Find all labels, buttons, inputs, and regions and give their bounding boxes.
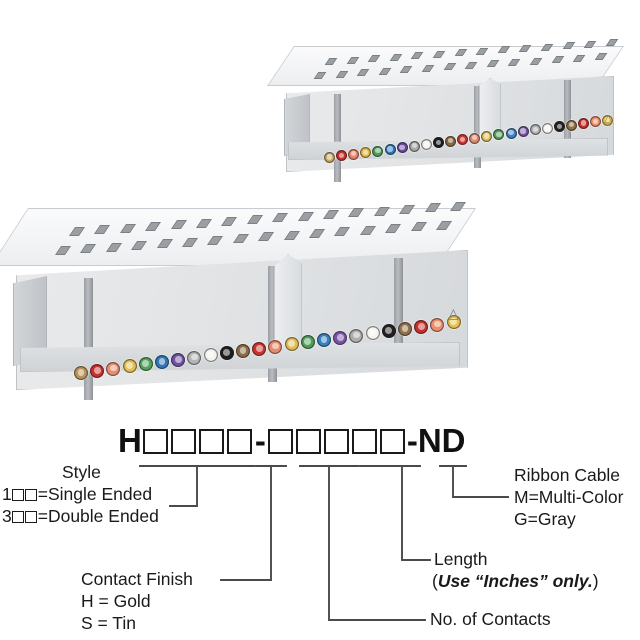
connector-pin <box>171 352 186 367</box>
connector-pin <box>333 330 348 345</box>
connector-pin <box>517 126 529 138</box>
connector-pin <box>578 117 590 129</box>
connector-pin <box>432 137 444 149</box>
label-contact-finish-option-1: H = Gold <box>81 591 151 611</box>
pn-box-7[interactable] <box>324 428 350 454</box>
connector-pin <box>481 130 493 142</box>
connector-pin <box>106 361 121 376</box>
style-opt1-box-a <box>12 489 25 501</box>
connector-pin <box>187 350 202 365</box>
connector-pin <box>446 315 461 330</box>
connector-pin <box>138 357 153 372</box>
connector-pin <box>284 337 299 352</box>
connector-pin <box>300 335 315 350</box>
connector-pin <box>122 359 137 374</box>
connector-pin <box>602 114 614 126</box>
connector-pin <box>469 132 481 144</box>
connector-pin <box>553 121 565 133</box>
connector-pin <box>529 124 541 136</box>
label-contact-finish-option-2: S = Tin <box>81 613 136 633</box>
length-note-close: ) <box>592 571 599 591</box>
connector-pin <box>384 143 396 155</box>
leader-style <box>169 465 198 507</box>
leader-ribbon <box>452 465 509 498</box>
leader-contacts <box>328 465 426 621</box>
style-opt2-prefix: 3 <box>2 506 12 526</box>
connector-pin <box>236 344 250 358</box>
pn-box-4[interactable] <box>227 428 253 454</box>
label-length-note: (Use “Inches” only.) <box>432 572 599 591</box>
connector-pin <box>408 140 420 152</box>
part-number-prefix: H <box>118 422 142 459</box>
connector-pin <box>324 152 335 163</box>
length-note-open: ( <box>432 571 438 591</box>
leader-finish <box>220 465 272 581</box>
style-opt1-text: =Single Ended <box>37 484 153 504</box>
label-style-title: Style <box>62 462 101 482</box>
pn-box-8[interactable] <box>352 428 378 454</box>
part-number-suffix: -ND <box>406 422 466 459</box>
label-ribbon-cable-title: Ribbon Cable <box>514 465 621 485</box>
connector-pin <box>398 322 412 336</box>
pn-box-6[interactable] <box>296 428 322 454</box>
label-ribbon-cable-option-2: G=Gray <box>514 509 576 529</box>
leader-length <box>401 465 431 561</box>
connector-pin <box>493 129 505 141</box>
product-photo: △ △ <box>0 39 632 420</box>
connector-pin <box>348 148 360 160</box>
connector-pin <box>457 134 469 146</box>
style-opt2-text: =Double Ended <box>37 506 159 526</box>
pn-box-5[interactable] <box>268 428 294 454</box>
connector-pin <box>381 324 396 339</box>
connector-pin <box>590 116 602 128</box>
connector-pin <box>219 346 234 361</box>
label-no-of-contacts: No. of Contacts <box>430 609 551 629</box>
connector-pin <box>420 139 432 151</box>
style-opt1-prefix: 1 <box>2 484 12 504</box>
label-ribbon-cable-option-1: M=Multi-Color <box>514 487 624 507</box>
connector-pin <box>365 326 380 341</box>
connector-pin <box>445 135 456 147</box>
pn-box-2[interactable] <box>171 428 197 454</box>
part-number-display: H - -ND <box>0 424 640 466</box>
part-number-separator: - <box>254 422 266 459</box>
connector-pin <box>203 348 218 363</box>
connector-pin <box>414 319 429 334</box>
style-opt1-box-b <box>25 489 38 501</box>
connector-pin <box>155 355 169 369</box>
pn-box-3[interactable] <box>199 428 225 454</box>
style-opt2-box-b <box>25 511 38 523</box>
connector-pin <box>317 333 331 347</box>
connector-pin <box>372 145 384 157</box>
label-style-option-1: 1 =Single Ended <box>2 485 152 504</box>
pn-box-9[interactable] <box>380 428 406 454</box>
connector-lower: △ <box>0 201 486 420</box>
connector-pin <box>90 363 105 378</box>
connector-pin <box>349 328 364 343</box>
connector-pin <box>336 150 348 162</box>
label-style-option-2: 3 =Double Ended <box>2 507 159 526</box>
connector-pin <box>360 147 372 159</box>
connector-pin <box>430 317 445 332</box>
connector-pin <box>505 127 517 139</box>
connector-pin <box>396 142 408 154</box>
style-opt2-box-a <box>12 511 25 523</box>
pn-box-1[interactable] <box>143 428 169 454</box>
label-length-title: Length <box>434 549 488 569</box>
connector-upper: △ <box>267 39 632 186</box>
connector-pin <box>541 122 553 134</box>
connector-pin <box>252 341 267 356</box>
connector-pin <box>268 339 283 354</box>
label-contact-finish-title: Contact Finish <box>81 569 193 589</box>
connector-pin <box>566 119 577 131</box>
length-note-bold: Use “Inches” only. <box>437 571 593 591</box>
part-number-string: H - -ND <box>118 424 466 458</box>
connector-pin <box>74 366 88 380</box>
